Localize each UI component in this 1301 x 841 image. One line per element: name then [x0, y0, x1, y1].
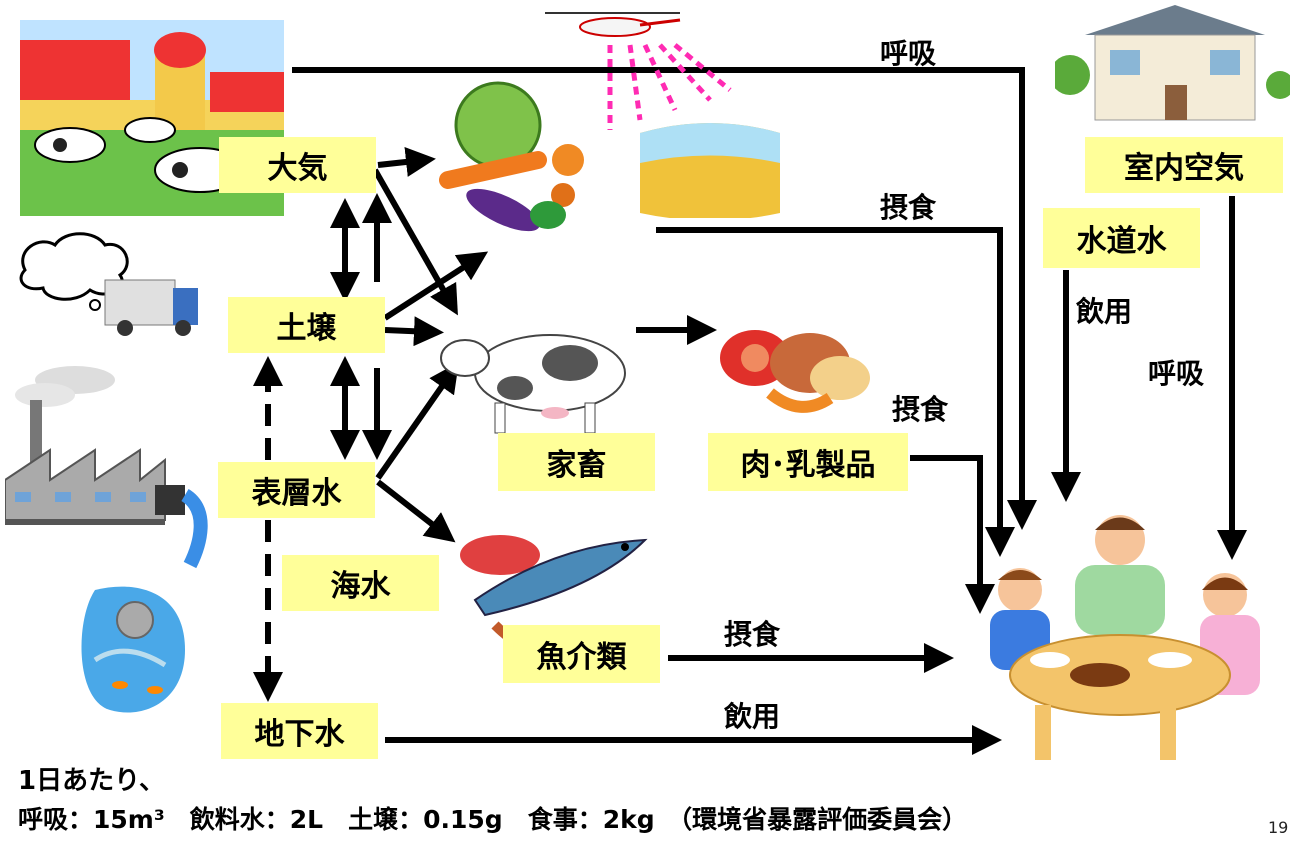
label-seawater: 海水: [282, 555, 439, 611]
family-meal-image: [990, 515, 1260, 760]
cloud-icon: [19, 232, 129, 311]
factory-icon: [5, 366, 208, 569]
pathway-crops-eating: 摂食: [880, 191, 937, 224]
pathway-indoor-breathing: 呼吸: [1148, 357, 1205, 390]
label-livestock: 家畜: [498, 433, 655, 491]
page-number: 19: [1268, 818, 1289, 837]
cow-image: [440, 334, 626, 434]
pathway-breathing-outdoor: 呼吸: [880, 37, 937, 70]
arrow-soil-cow: [384, 316, 444, 347]
spray-icon: [607, 43, 732, 130]
rice-field-image: [640, 123, 780, 218]
label-tap-water: 水道水: [1043, 208, 1200, 268]
helicopter-icon: [545, 12, 681, 37]
pathway-tapwater-drinking: 飲用: [1076, 295, 1133, 328]
arrow-crops-eating: [656, 227, 1015, 557]
arrow-water-cow: [375, 362, 459, 480]
vegetables-image: [439, 81, 584, 232]
pathway-groundwater-drinking: 飲用: [724, 700, 781, 733]
pathway-fish-eating: 摂食: [724, 618, 781, 651]
label-meat-dairy: 肉･乳製品: [708, 433, 908, 491]
label-indoor-air: 室内空気: [1085, 137, 1283, 193]
arrow-water-fish: [376, 479, 456, 543]
drain-pipe-icon: [180, 489, 208, 569]
arrow-meat-eating: [910, 455, 995, 614]
house-image: [1055, 5, 1290, 121]
label-surface-water: 表層水: [218, 462, 375, 518]
label-air: 大気: [219, 137, 376, 193]
arrow-breathing-outdoor: [292, 67, 1037, 530]
pathway-meat-eating: 摂食: [892, 393, 949, 426]
label-groundwater: 地下水: [221, 703, 378, 759]
footer-daily: 1日あたり、: [18, 766, 166, 796]
label-soil: 土壌: [228, 297, 385, 353]
footer-intake-amounts: 呼吸：15m³ 飲料水：2L 土壌：0.15g 食事：2kg （環境省暴露評価委…: [18, 805, 968, 834]
arrow-air-vegetables: [377, 147, 436, 177]
truck-icon: [19, 232, 198, 336]
meat-image: [720, 330, 870, 413]
arrow-soil-vegetables: [383, 251, 489, 321]
label-seafood: 魚介類: [503, 625, 660, 683]
water-image: [81, 586, 185, 713]
